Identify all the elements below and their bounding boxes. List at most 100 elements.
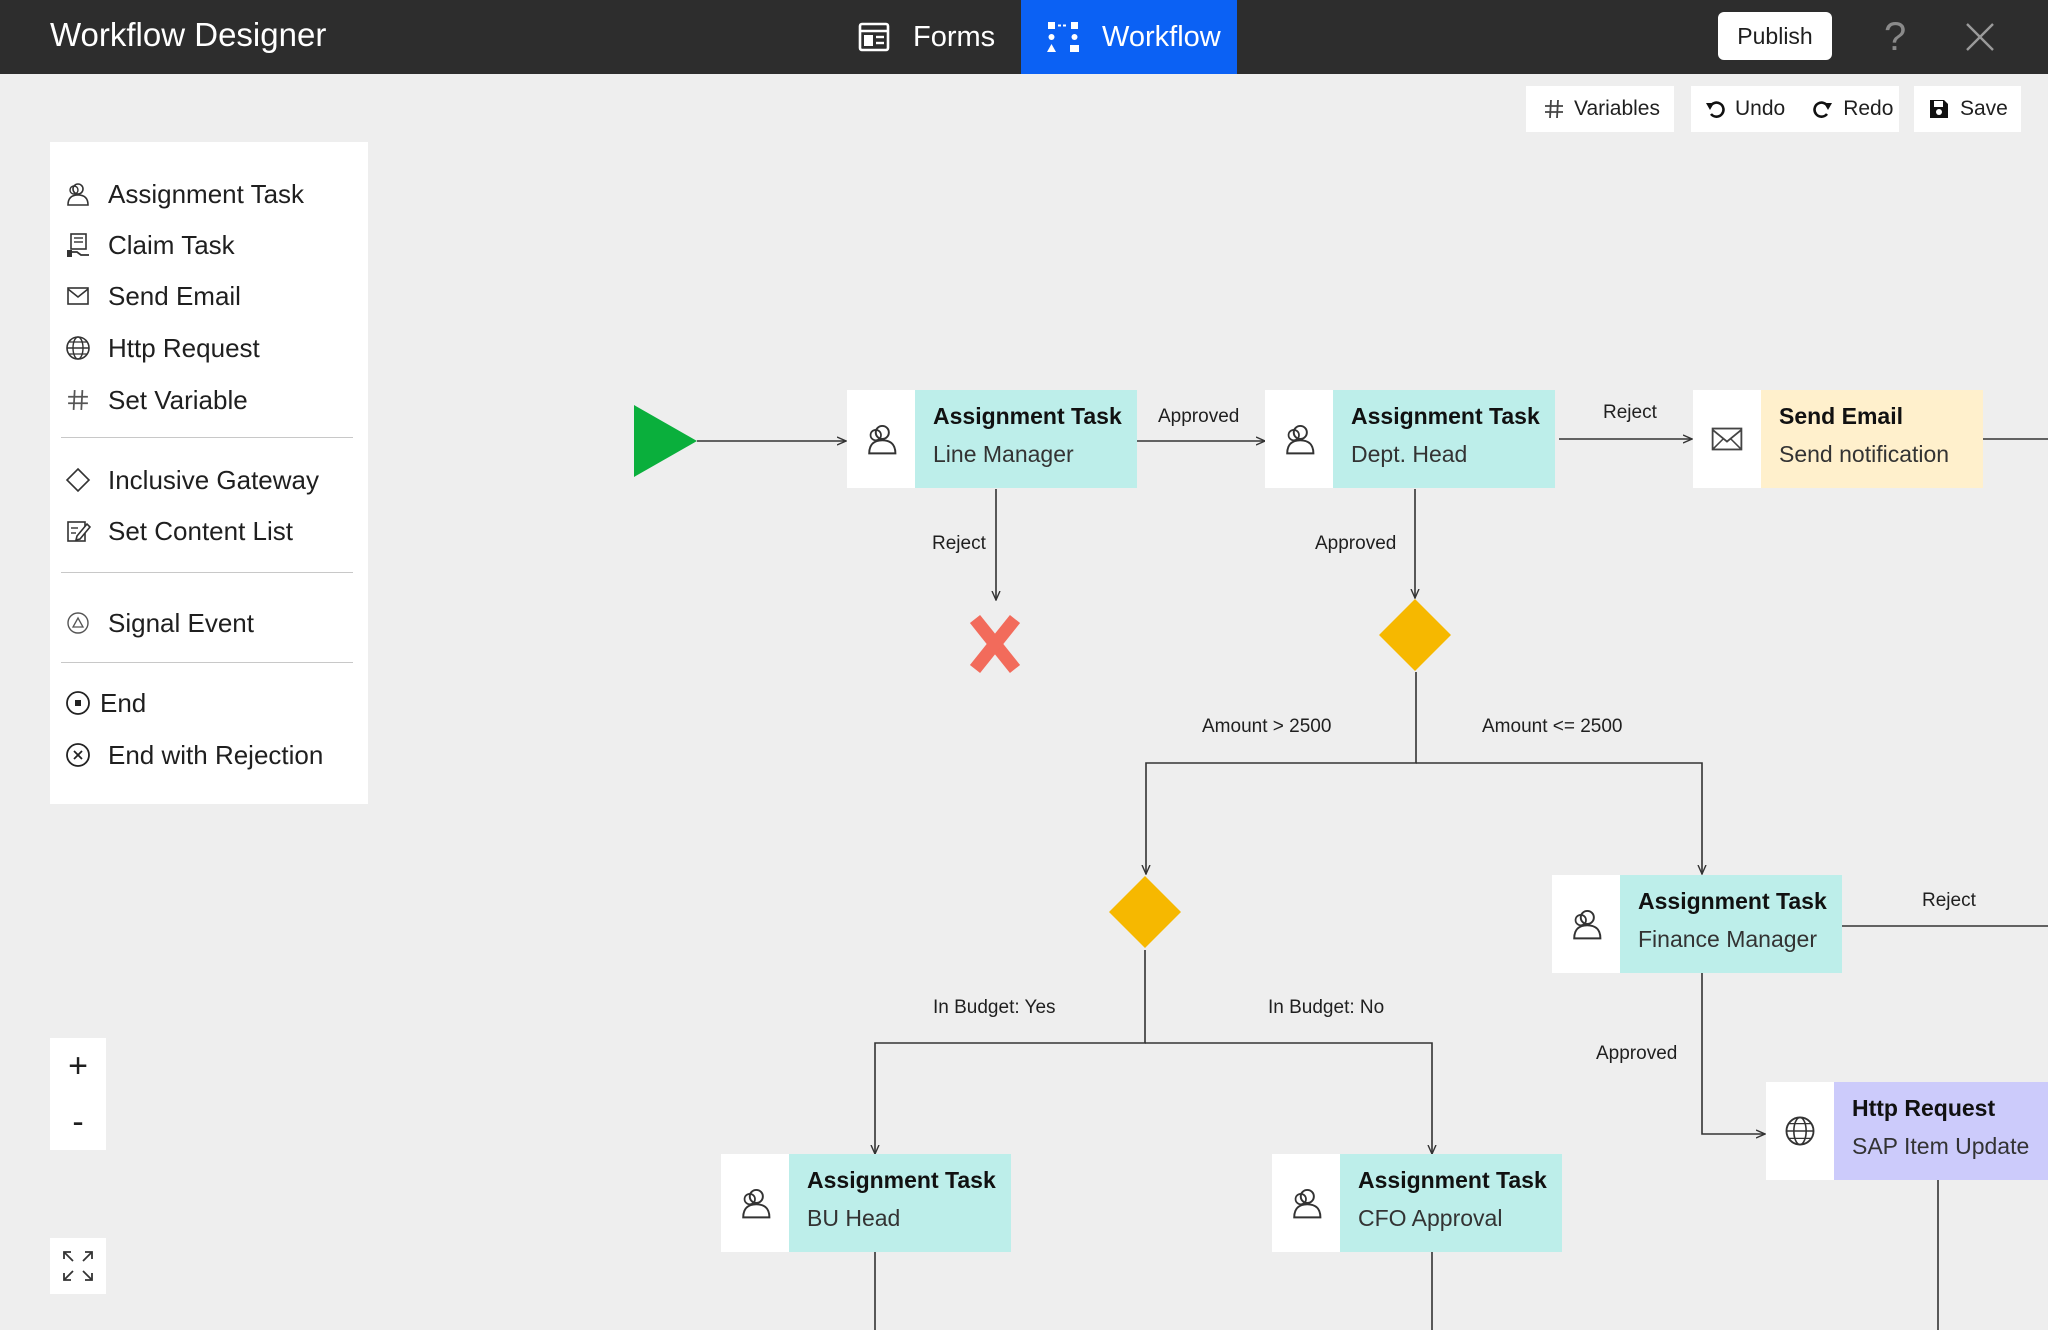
save-label: Save <box>1960 97 2008 120</box>
node-subtitle: CFO Approval <box>1358 1205 1503 1231</box>
diamond-icon <box>64 466 92 494</box>
tab-workflow-label: Workflow <box>1102 20 1221 53</box>
node-subtitle: Finance Manager <box>1638 926 1817 952</box>
node-subtitle: SAP Item Update <box>1852 1133 2030 1159</box>
node-send-email[interactable]: Send Email Send notification <box>1693 390 1983 488</box>
palette-item-set-variable[interactable]: Set Variable <box>64 382 248 418</box>
redo-label: Redo <box>1843 97 1894 120</box>
save-button[interactable]: Save <box>1914 86 2021 132</box>
tab-forms[interactable]: Forms <box>857 0 995 74</box>
connector[interactable] <box>1145 1042 1432 1154</box>
node-dept-head[interactable]: Assignment Task Dept. Head <box>1265 390 1555 488</box>
user-task-icon <box>1552 875 1620 973</box>
palette-item-assignment-task[interactable]: Assignment Task <box>64 176 304 212</box>
node-body: Assignment Task Line Manager <box>915 390 1137 488</box>
node-title: Assignment Task <box>807 1167 996 1193</box>
undo-icon <box>1706 101 1725 118</box>
undo-button[interactable]: Undo <box>1705 97 1785 121</box>
element-palette: Assignment Task Claim Task Send Email Ht… <box>50 142 368 804</box>
rejection-end-event[interactable] <box>969 614 1021 674</box>
user-task-icon <box>1265 390 1333 488</box>
signal-event-icon <box>64 609 92 637</box>
node-body: Assignment Task CFO Approval <box>1340 1154 1562 1252</box>
variables-button[interactable]: Variables <box>1526 86 1674 132</box>
palette-item-inclusive-gateway[interactable]: Inclusive Gateway <box>64 462 319 498</box>
node-title: Assignment Task <box>1351 403 1540 429</box>
palette-item-label: Http Request <box>108 332 260 363</box>
expand-icon <box>63 1251 93 1281</box>
node-subtitle: Dept. Head <box>1351 441 1468 467</box>
edge-label: In Budget: Yes <box>933 997 1056 1018</box>
node-line-manager[interactable]: Assignment Task Line Manager <box>847 390 1137 488</box>
node-body: Assignment Task Dept. Head <box>1333 390 1555 488</box>
publish-button[interactable]: Publish <box>1718 12 1832 60</box>
palette-item-label: Inclusive Gateway <box>108 464 319 495</box>
node-finance-manager[interactable]: Assignment Task Finance Manager <box>1552 875 1842 973</box>
palette-divider <box>61 572 353 573</box>
node-subtitle: Line Manager <box>933 441 1074 467</box>
tab-forms-label: Forms <box>913 20 996 53</box>
gateway-amount[interactable] <box>1379 599 1451 671</box>
end-rejection-icon <box>64 741 92 769</box>
connector[interactable] <box>875 950 1146 1154</box>
palette-item-label: Set Variable <box>108 384 248 415</box>
zoom-out-button[interactable]: - <box>72 1103 84 1141</box>
user-task-icon <box>847 390 915 488</box>
connector[interactable] <box>1701 972 1765 1134</box>
palette-item-send-email[interactable]: Send Email <box>64 278 241 314</box>
undo-redo-group: Undo Redo <box>1691 86 1899 132</box>
edge-label: Amount <= 2500 <box>1482 716 1623 737</box>
palette-item-http-request[interactable]: Http Request <box>64 330 260 366</box>
edge-label: Reject <box>1922 890 1976 911</box>
palette-item-claim-task[interactable]: Claim Task <box>64 227 235 263</box>
palette-item-label: Claim Task <box>108 229 235 260</box>
node-body: Http Request SAP Item Update <box>1834 1082 2048 1180</box>
palette-item-label: Send Email <box>108 280 241 311</box>
connector[interactable] <box>1416 762 1702 874</box>
hash-icon <box>64 386 92 414</box>
envelope-icon <box>64 282 92 310</box>
node-body: Assignment Task BU Head <box>789 1154 1011 1252</box>
end-icon <box>64 689 92 717</box>
palette-item-label: Assignment Task <box>108 178 305 209</box>
close-icon[interactable] <box>1965 22 1995 52</box>
save-icon <box>1930 100 1948 118</box>
redo-button[interactable]: Redo <box>1813 97 1893 121</box>
node-title: Assignment Task <box>1358 1167 1547 1193</box>
edge-label: Reject <box>1603 402 1657 423</box>
app-title: Workflow Designer <box>50 16 327 53</box>
redo-icon <box>1813 101 1833 118</box>
zoom-controls: + - <box>50 1038 106 1150</box>
edge-label: In Budget: No <box>1268 997 1385 1018</box>
edge-label: Approved <box>1596 1043 1678 1064</box>
claim-task-icon <box>64 231 92 259</box>
user-task-icon <box>721 1154 789 1252</box>
fit-screen-button[interactable] <box>50 1238 106 1294</box>
zoom-in-button[interactable]: + <box>68 1047 88 1085</box>
node-subtitle: BU Head <box>807 1205 901 1231</box>
palette-item-set-content-list[interactable]: Set Content List <box>64 513 293 549</box>
palette-item-end-with-rejection[interactable]: End with Rejection <box>64 737 323 773</box>
palette-item-label: Set Content List <box>108 515 293 546</box>
help-icon[interactable]: ? <box>1884 15 1907 59</box>
node-http-request[interactable]: Http Request SAP Item Update <box>1766 1082 2048 1180</box>
node-cfo-approval[interactable]: Assignment Task CFO Approval <box>1272 1154 1562 1252</box>
palette-item-label: End with Rejection <box>108 739 324 770</box>
workflow-icon <box>1047 22 1079 52</box>
start-event[interactable] <box>634 405 697 477</box>
tab-workflow[interactable]: Workflow <box>1021 0 1237 74</box>
node-bu-head[interactable]: Assignment Task BU Head <box>721 1154 1011 1252</box>
user-task-icon <box>1272 1154 1340 1252</box>
palette-item-label: Signal Event <box>108 607 254 638</box>
node-body: Assignment Task Finance Manager <box>1620 875 1842 973</box>
palette-item-signal-event[interactable]: Signal Event <box>64 605 254 641</box>
top-bar: Workflow Designer Forms Workflow Publish… <box>0 0 2048 74</box>
palette-item-end[interactable]: End <box>64 685 146 721</box>
node-subtitle: Send notification <box>1779 441 1950 467</box>
edge-label: Approved <box>1315 533 1397 554</box>
node-title: Send Email <box>1779 403 1903 429</box>
connector[interactable] <box>1146 672 1417 874</box>
undo-label: Undo <box>1735 97 1786 120</box>
gateway-budget[interactable] <box>1109 876 1181 948</box>
